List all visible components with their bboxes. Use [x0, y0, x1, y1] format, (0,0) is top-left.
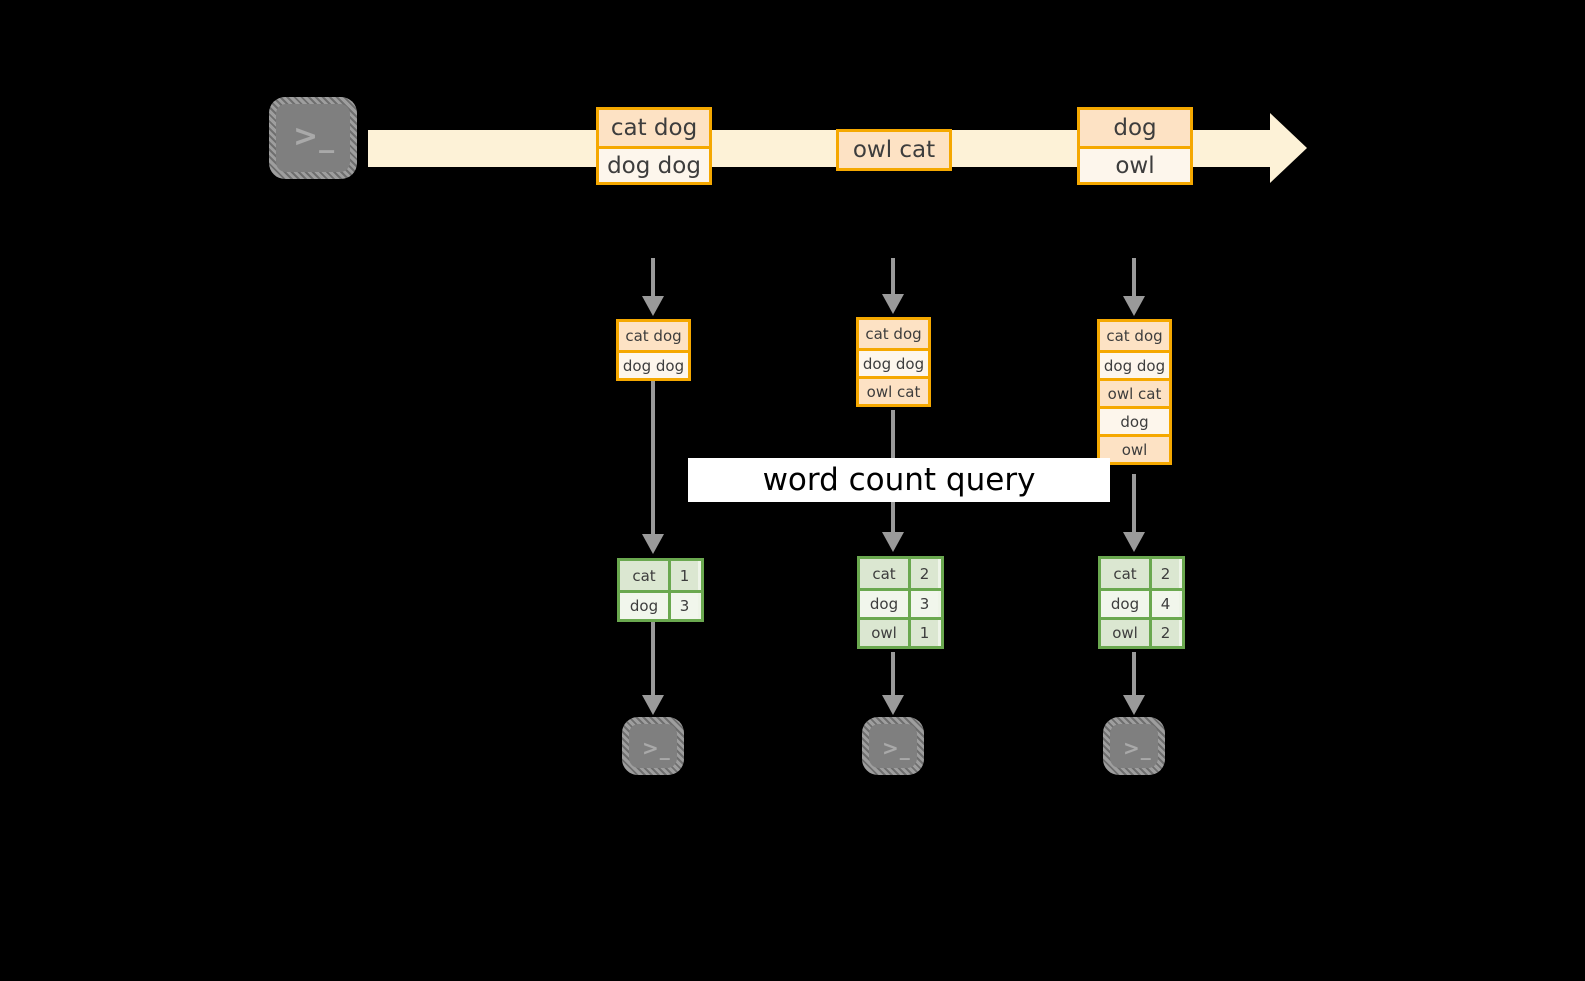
- result-count: 2: [908, 559, 938, 588]
- table-row: dog 3: [620, 590, 701, 619]
- stream-arrowhead-icon: [1270, 113, 1307, 183]
- result-count: 1: [908, 620, 938, 646]
- result-word: dog: [860, 591, 908, 617]
- result-word: cat: [1101, 559, 1149, 588]
- timeline-event-2[interactable]: owl cat: [836, 129, 952, 171]
- result-count: 2: [1149, 620, 1179, 646]
- result-count: 4: [1149, 591, 1179, 617]
- table-row: cat 2: [1101, 559, 1182, 588]
- arrowhead-icon: [642, 534, 664, 554]
- state-line: dog dog: [859, 348, 928, 376]
- arrowhead-icon: [1123, 532, 1145, 552]
- arrowhead-icon: [1123, 296, 1145, 316]
- result-table-3[interactable]: cat 2 dog 4 owl 2: [1098, 556, 1185, 649]
- dashed-connector-3: [1132, 258, 1136, 298]
- terminal-body: [629, 724, 677, 768]
- timeline-event-3[interactable]: dog owl: [1077, 107, 1193, 185]
- state-line: owl: [1100, 434, 1169, 462]
- result-word: owl: [860, 620, 908, 646]
- sink-terminal-icon-2: >_: [862, 717, 924, 775]
- arrowhead-icon: [882, 294, 904, 314]
- result-word: owl: [1101, 620, 1149, 646]
- result-count: 3: [908, 591, 938, 617]
- state-line: cat dog: [859, 320, 928, 348]
- terminal-body: [1110, 724, 1158, 768]
- terminal-prompt-glyph: >_: [642, 736, 671, 760]
- state-box-3[interactable]: cat dog dog dog owl cat dog owl: [1097, 319, 1172, 465]
- state-box-1[interactable]: cat dog dog dog: [616, 319, 691, 381]
- result-count: 1: [668, 561, 698, 590]
- terminal-prompt-glyph: >_: [293, 119, 336, 154]
- table-row: owl 1: [860, 617, 941, 646]
- sink-connector-3: [1132, 652, 1136, 697]
- result-table-2[interactable]: cat 2 dog 3 owl 1: [857, 556, 944, 649]
- state-line: cat dog: [619, 322, 688, 350]
- timeline-event-1[interactable]: cat dog dog dog: [596, 107, 712, 185]
- event-line: dog: [1080, 110, 1190, 146]
- result-table-1[interactable]: cat 1 dog 3: [617, 558, 704, 622]
- state-line: owl cat: [859, 376, 928, 404]
- state-line: cat dog: [1100, 322, 1169, 350]
- state-line: dog dog: [619, 350, 688, 378]
- dashed-connector-1: [651, 258, 655, 298]
- terminal-body: [276, 104, 350, 172]
- table-row: dog 4: [1101, 588, 1182, 617]
- query-connector-3: [1132, 474, 1136, 534]
- source-terminal-icon: >_: [269, 97, 357, 179]
- query-label: word count query: [688, 458, 1110, 502]
- sink-terminal-icon-1: >_: [622, 717, 684, 775]
- event-line: dog dog: [599, 146, 709, 182]
- result-word: dog: [620, 593, 668, 619]
- arrowhead-icon: [882, 532, 904, 552]
- arrowhead-icon: [642, 296, 664, 316]
- result-word: cat: [620, 561, 668, 590]
- terminal-body: [869, 724, 917, 768]
- table-row: dog 3: [860, 588, 941, 617]
- query-connector-1: [651, 381, 655, 536]
- terminal-prompt-glyph: >_: [1123, 736, 1152, 760]
- state-line: dog: [1100, 406, 1169, 434]
- sink-connector-1: [651, 622, 655, 697]
- state-line: owl cat: [1100, 378, 1169, 406]
- table-row: cat 1: [620, 561, 701, 590]
- arrowhead-icon: [642, 695, 664, 715]
- table-row: cat 2: [860, 559, 941, 588]
- event-line: cat dog: [599, 110, 709, 146]
- sink-connector-2: [891, 652, 895, 697]
- result-word: dog: [1101, 591, 1149, 617]
- result-count: 2: [1149, 559, 1179, 588]
- state-line: dog dog: [1100, 350, 1169, 378]
- dashed-connector-2: [891, 258, 895, 296]
- table-row: owl 2: [1101, 617, 1182, 646]
- terminal-prompt-glyph: >_: [882, 736, 911, 760]
- event-line: owl cat: [839, 132, 949, 168]
- event-line: owl: [1080, 146, 1190, 182]
- state-box-2[interactable]: cat dog dog dog owl cat: [856, 317, 931, 407]
- arrowhead-icon: [882, 695, 904, 715]
- sink-terminal-icon-3: >_: [1103, 717, 1165, 775]
- arrowhead-icon: [1123, 695, 1145, 715]
- result-count: 3: [668, 593, 698, 619]
- result-word: cat: [860, 559, 908, 588]
